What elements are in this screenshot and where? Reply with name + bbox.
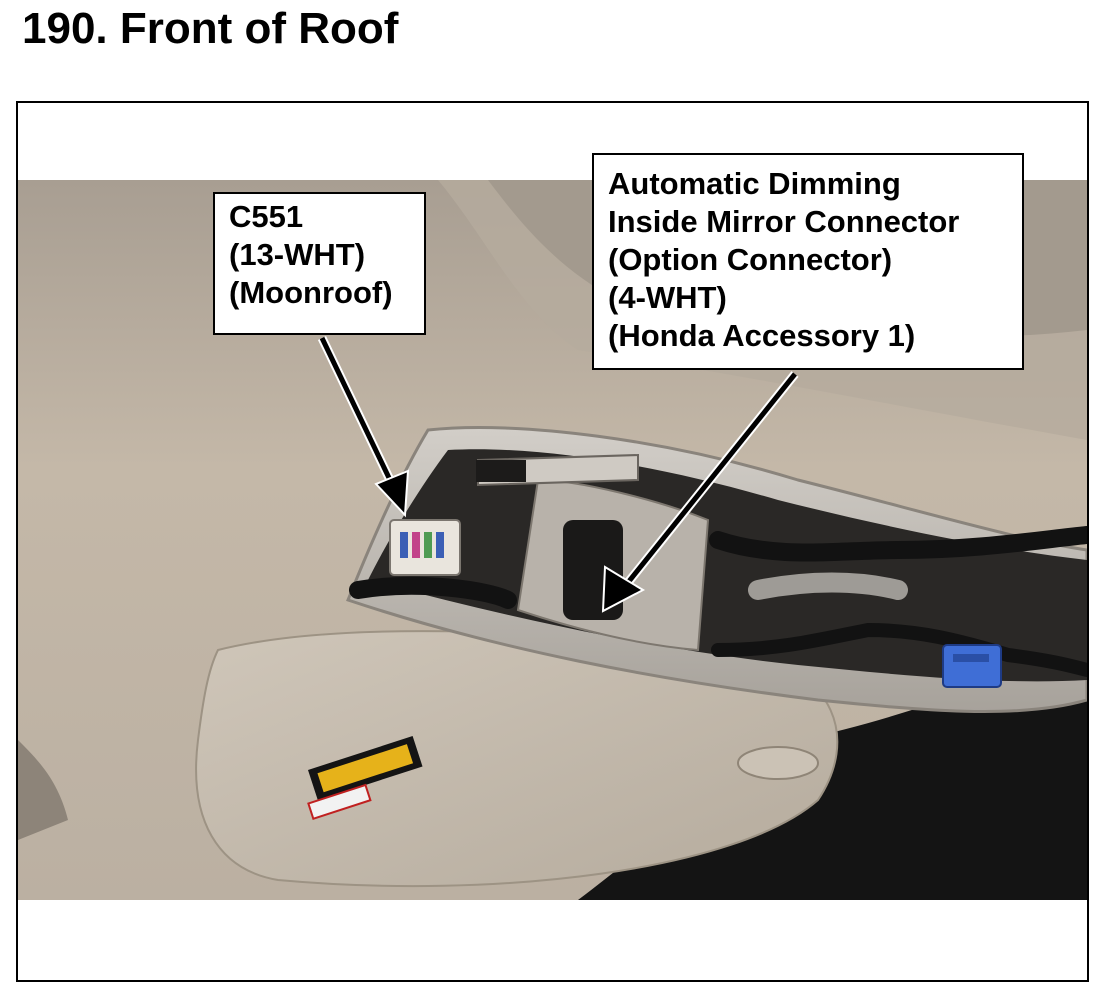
callout-mirror-line: Inside Mirror Connector [608, 204, 960, 239]
callout-mirror-line: Automatic Dimming [608, 166, 901, 201]
callout-mirror-connector: Automatic Dimming Inside Mirror Connecto… [592, 153, 1024, 370]
console-tab [476, 460, 526, 482]
callout-c551-line: C551 [229, 199, 304, 234]
tape-wrap [748, 572, 908, 600]
callout-mirror-line: (4-WHT) [608, 280, 727, 315]
callout-c551-line: (Moonroof) [229, 275, 393, 310]
callout-c551: C551 (13-WHT) (Moonroof) [213, 192, 426, 335]
callout-mirror-line: (Honda Accessory 1) [608, 318, 916, 353]
left-visor-mount [18, 740, 68, 840]
visor-warning-label [307, 736, 423, 821]
wiring-harness-lower [711, 622, 1087, 677]
blue-connector-photo [942, 644, 1002, 688]
callout-mirror-line: (Option Connector) [608, 242, 893, 277]
c551-connector-photo [389, 519, 461, 576]
console-slot [563, 520, 623, 620]
page-title: 190. Front of Roof [22, 4, 399, 53]
visor-clip [737, 746, 819, 780]
callout-c551-line: (13-WHT) [229, 237, 366, 272]
